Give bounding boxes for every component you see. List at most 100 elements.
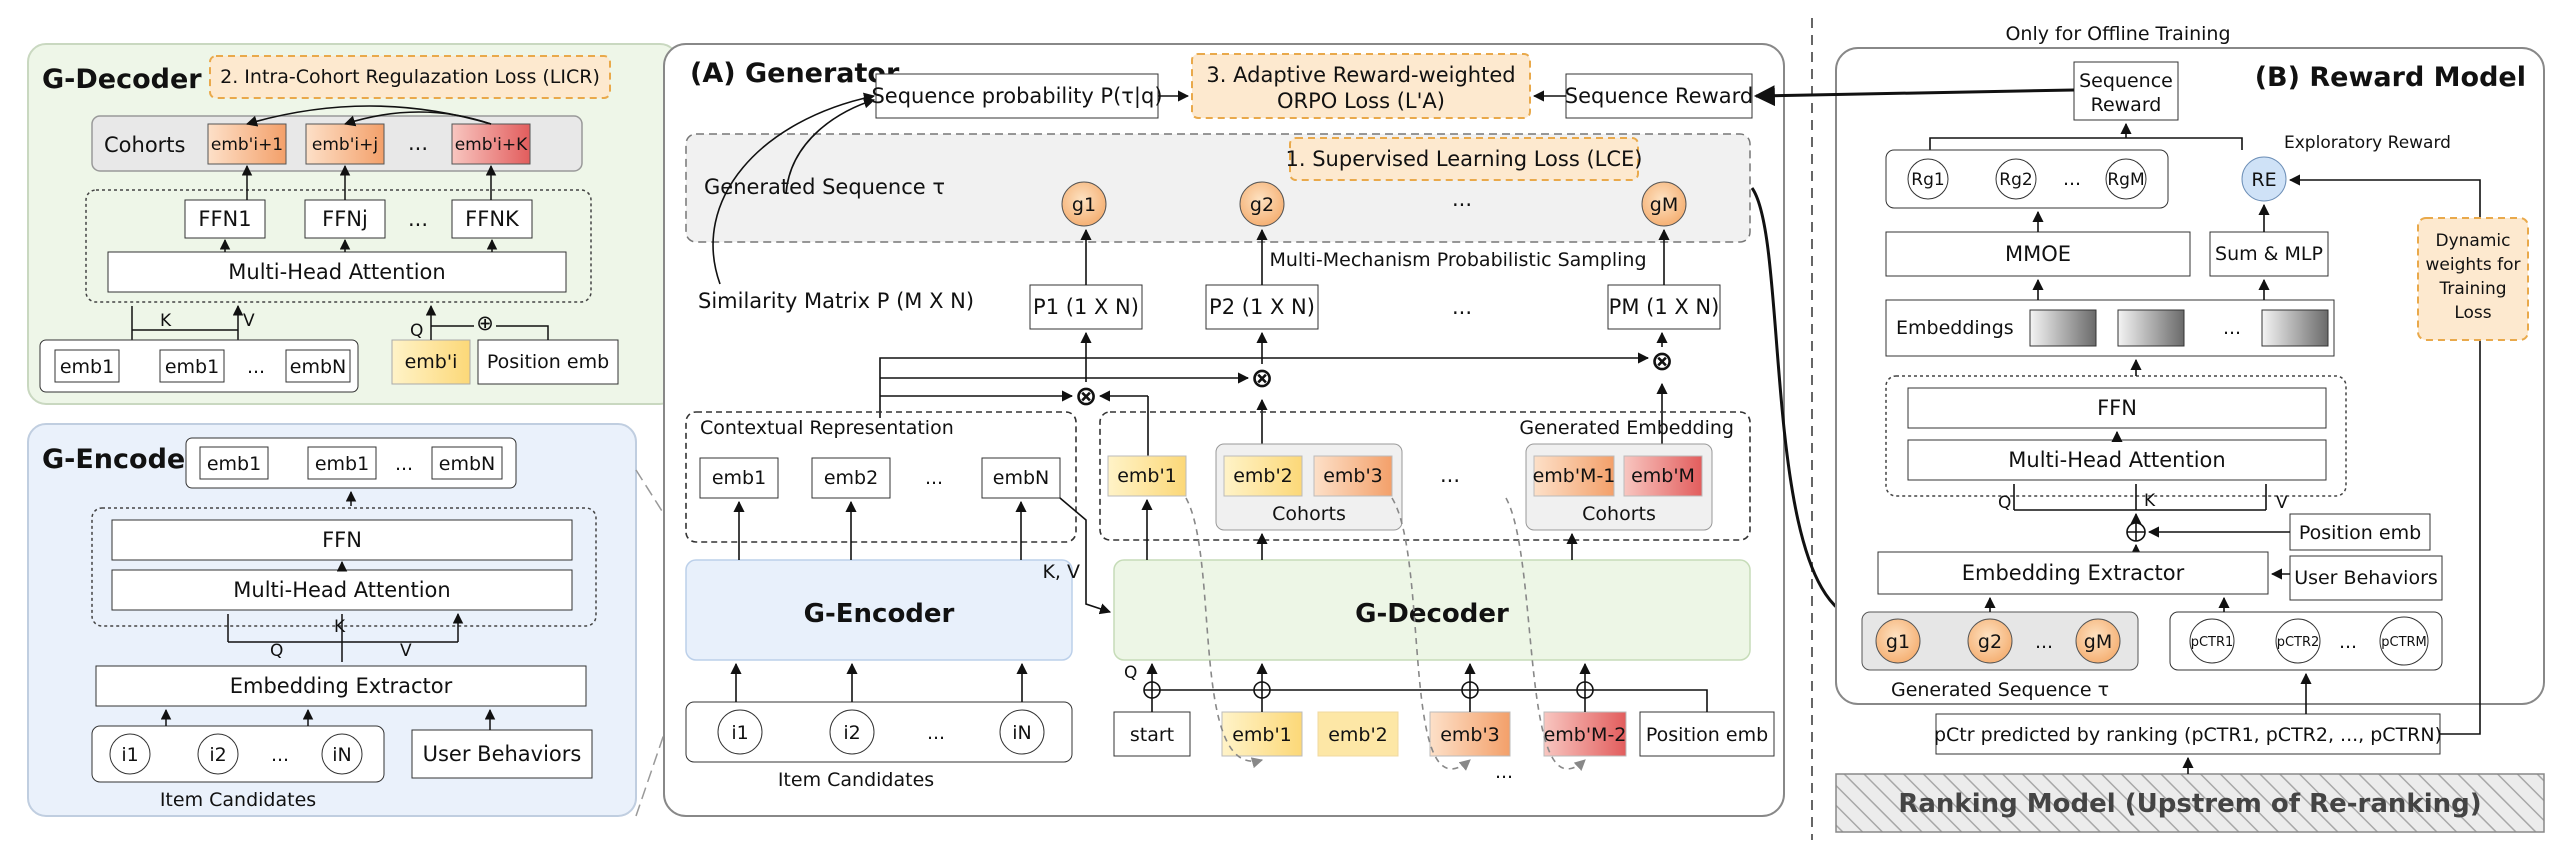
gen-emb-1-label: emb'1 <box>1117 465 1177 487</box>
rm-mha-label: Multi-Head Attention <box>2008 448 2225 472</box>
encoder-mha <box>111 569 573 611</box>
decoder-mem-2 <box>159 349 225 383</box>
decoder-mha-label: Multi-Head Attention <box>228 260 445 284</box>
explore-feedback-line <box>2288 174 2481 682</box>
rm-seq-g1-label: g1 <box>1886 631 1910 653</box>
decoder-ffn-group <box>85 189 592 303</box>
rm-ffn <box>1907 387 2327 429</box>
feedback-arrow-3 <box>1505 497 1586 771</box>
exploratory-label: Exploratory Reward <box>2284 133 2451 153</box>
encoder-out-1 <box>199 446 269 480</box>
g-encoder-box[interactable] <box>685 559 1073 661</box>
prob-p2 <box>1205 284 1319 330</box>
decoder-input-emb1 <box>1221 711 1303 757</box>
encoder-extractor <box>95 665 587 707</box>
encoder-out-3-label: embN <box>439 453 495 475</box>
decoder-input-start <box>1113 711 1191 757</box>
icr-loss-box <box>209 55 611 99</box>
rm-explore-reward <box>2241 156 2287 202</box>
ctx-emb-1-label: emb1 <box>712 467 766 489</box>
decoder-panel-title: G-Decoder <box>42 64 202 95</box>
gen-cohort-1-label: Cohorts <box>1272 503 1346 525</box>
rm-explore-reward-label: RE <box>2251 169 2276 191</box>
rm-reward-to-generator <box>1753 85 2075 107</box>
encoder-out-2 <box>307 446 377 480</box>
rm-mmoe-label: MMOE <box>2005 242 2071 266</box>
prob-p1-label: P1 (1 X N) <box>1033 295 1139 319</box>
rm-reward-2 <box>1995 158 2037 200</box>
sl-loss-box <box>1289 137 1639 181</box>
rm-emb-bar-3 <box>2261 309 2329 347</box>
feedback-arrow-1 <box>1185 497 1264 769</box>
gen-emb-2 <box>1223 455 1303 497</box>
gen-emb-2-label: emb'2 <box>1233 465 1293 487</box>
gen-emb-5-label: emb'M <box>1631 465 1695 487</box>
encoder-ffn-label: FFN <box>322 528 362 552</box>
decoder-query-emb-label: emb'i <box>405 351 458 373</box>
prob-pm-label: PM (1 X N) <box>1609 295 1720 319</box>
ctx-emb-2-label: emb2 <box>824 467 878 489</box>
rm-seq-reward-box <box>2073 61 2179 121</box>
encoder-panel: G-Encoder emb1 emb1 ... embN FFN Multi-H… <box>27 423 637 817</box>
generated-seq-label: Generated Sequence τ <box>704 175 945 199</box>
decoder-q-label-gen: Q <box>1124 663 1137 683</box>
encoder-ffn <box>111 519 573 561</box>
rm-pctr-1-label: pCTR1 <box>2191 635 2234 650</box>
gen-cand-3 <box>999 709 1045 755</box>
decoder-ffn-3 <box>451 199 533 239</box>
decoder-ffn-1-label: FFN1 <box>198 207 251 231</box>
prob-dots: ... <box>1452 295 1472 319</box>
sampling-label: Multi-Mechanism Probabilistic Sampling <box>1269 249 1646 271</box>
contextual-group <box>685 411 1077 543</box>
dynamic-weights-box <box>2417 217 2529 341</box>
rm-pctr-3-label: pCTRM <box>2381 635 2427 650</box>
icr-link-arc-2 <box>343 111 492 127</box>
decoder-input-start-label: start <box>1130 724 1174 746</box>
decoder-panel: G-Decoder 2. Intra-Cohort Regulazation L… <box>27 43 679 405</box>
orpo-loss-line2: ORPO Loss (L'A) <box>1277 89 1445 113</box>
token-g2 <box>1239 181 1285 227</box>
dynamic-line1: Dynamic <box>2436 231 2511 251</box>
rm-q-label: Q <box>1998 493 2011 513</box>
decoder-q-lines <box>431 306 549 340</box>
encoder-block <box>91 507 597 627</box>
gen-emb-dots: ... <box>1440 463 1460 487</box>
cohort-emb-3-label: emb'i+K <box>455 135 528 155</box>
rm-ffn-label: FFN <box>2097 396 2137 420</box>
rm-mha <box>1907 439 2327 481</box>
gen-cohort-2-label: Cohorts <box>1582 503 1656 525</box>
token-gm <box>1641 181 1687 227</box>
rm-sum-mlp <box>2209 231 2329 277</box>
cohort-emb-2-label: emb'i+j <box>312 135 378 155</box>
sl-loss-label: 1. Supervised Learning Loss (LCE) <box>1286 147 1643 171</box>
prob-p1 <box>1029 284 1143 330</box>
dynamic-line2: weights for <box>2426 255 2521 275</box>
decoder-input-emb3-label: emb'3 <box>1440 724 1500 746</box>
prob-p2-label: P2 (1 X N) <box>1209 295 1315 319</box>
rm-pctr-3 <box>2379 616 2429 666</box>
decoder-input-dots: ... <box>1495 761 1513 783</box>
seq-prob-label: Sequence probability P(τ|q) <box>871 84 1162 109</box>
pctr-label: pCtr predicted by ranking (pCTR1, pCTR2,… <box>1934 724 2442 746</box>
rm-reward-3 <box>2105 158 2147 200</box>
decoder-input-emb1-label: emb'1 <box>1232 724 1292 746</box>
decoder-v-label: V <box>243 311 255 331</box>
encoder-out-2-label: emb1 <box>315 453 369 475</box>
rm-emb-bar-2 <box>2117 309 2185 347</box>
encoder-user-behaviors <box>411 729 593 779</box>
g-decoder-box[interactable] <box>1113 559 1751 661</box>
decoder-ffn-1 <box>184 199 266 239</box>
encoder-cand-1-label: i1 <box>121 744 138 766</box>
gen-emb-4 <box>1533 455 1615 497</box>
decoder-input-emb2-label: emb'2 <box>1328 724 1388 746</box>
gen-candidates-caption: Item Candidates <box>778 769 934 791</box>
encoder-out-3 <box>431 446 503 480</box>
gen-cand-1 <box>717 709 763 755</box>
offline-label: Only for Offline Training <box>2005 23 2230 45</box>
rm-emb-bar-1 <box>2029 309 2097 347</box>
kv-label: K, V <box>1042 561 1080 583</box>
gen-seq-reward-label: Sequence Reward <box>1565 84 1753 108</box>
encoder-out-1-label: emb1 <box>207 453 261 475</box>
position-bus <box>1152 689 1708 712</box>
rm-reward-2-label: Rg2 <box>1999 170 2032 190</box>
